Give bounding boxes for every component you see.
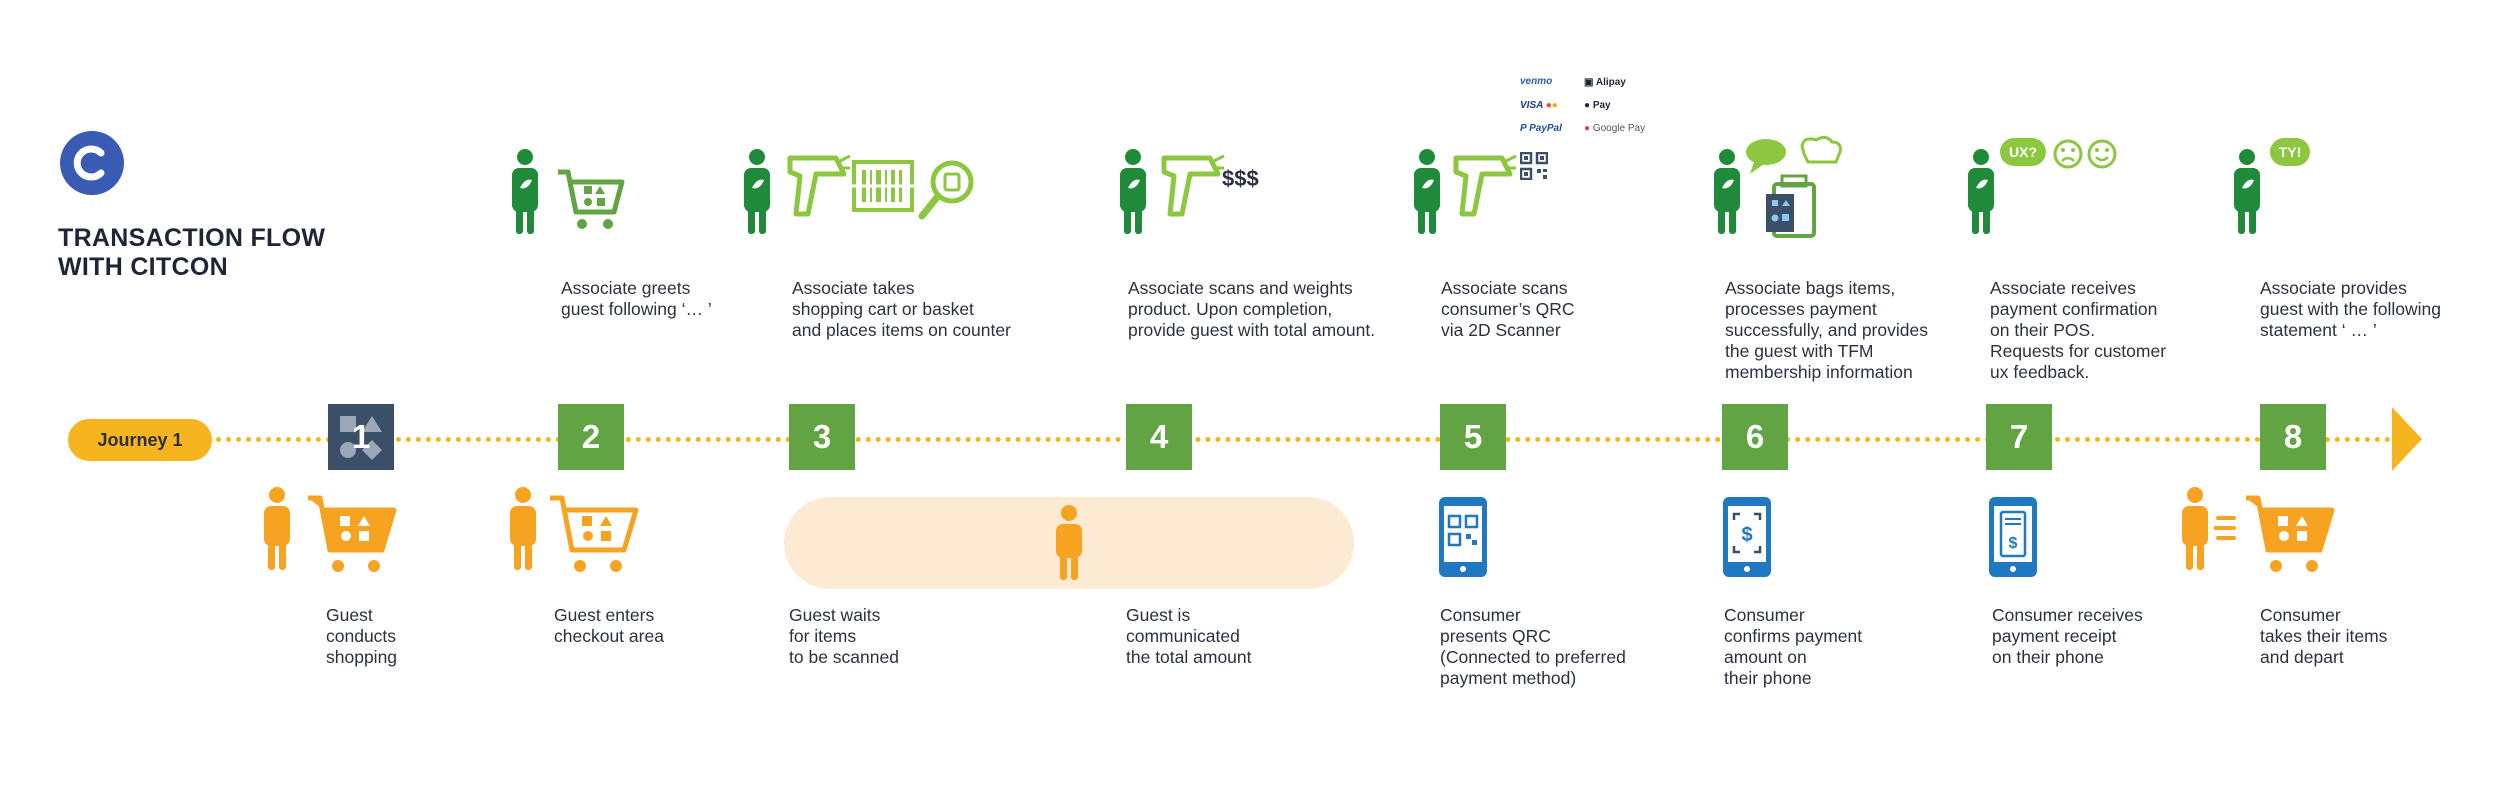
- barcode-scanner-icon: [787, 154, 851, 217]
- ux-speech-bubble: UX?: [2000, 138, 2046, 166]
- step-2-box: 2: [558, 404, 624, 470]
- phone-payment-icon: $: [1723, 497, 1771, 577]
- alipay-logo-text: Alipay: [1595, 77, 1626, 88]
- page-title: TRANSACTION FLOW WITH CITCON: [58, 224, 325, 282]
- step-7-associate-text: Associate receives payment confirmation …: [1990, 278, 2167, 382]
- guest-icon: [510, 487, 536, 570]
- step-6-guest-text: Consumer confirms payment amount on thei…: [1724, 605, 1863, 688]
- cart-icon: [558, 169, 625, 229]
- step-8-guest-text: Consumer takes their items and depart: [2260, 605, 2388, 667]
- visa-logo: VISA ●●: [1520, 100, 1558, 111]
- step-6-associate-text: Associate bags items, processes payment …: [1725, 278, 1928, 382]
- barcode-scanner-icon: [1161, 154, 1225, 217]
- citcon-logo: [60, 131, 124, 195]
- paypal-logo-text: PayPal: [1529, 123, 1562, 134]
- barcode-scanner-icon: [1453, 154, 1517, 217]
- dollar-signs-text: $$$: [1222, 166, 1259, 191]
- cart-icon: [308, 495, 397, 572]
- step-5-associate-text: Associate scans consumer’s QRC via 2D Sc…: [1441, 278, 1575, 340]
- step-6-box: 6: [1722, 404, 1788, 470]
- venmo-logo: venmo: [1520, 76, 1553, 87]
- step-2-guest-text: Guest enters checkout area: [554, 605, 664, 646]
- google-pay-logo-text: Google Pay: [1592, 123, 1646, 134]
- associate-icon: [2234, 149, 2260, 234]
- associate-icon: [1968, 149, 1994, 234]
- waiting-guest-icon: [1056, 505, 1082, 580]
- phone-qr-icon: [1439, 497, 1487, 577]
- guest-icon: [264, 487, 290, 570]
- cart-icon: [550, 495, 639, 572]
- qr-code-icon: [1520, 152, 1548, 180]
- associate-icon: [1414, 149, 1440, 234]
- step-4-associate-text: Associate scans and weights product. Upo…: [1128, 278, 1376, 340]
- step-8-box: 8: [2260, 404, 2326, 470]
- step-1-number: 1: [351, 418, 371, 455]
- step-1-box: 1: [328, 404, 394, 470]
- paypal-logo: P PayPal: [1520, 123, 1562, 134]
- guest-icon: [2182, 487, 2208, 570]
- step-8-associate-text: Associate provides guest with the follow…: [2260, 278, 2441, 340]
- apple-pay-logo: ● Pay: [1584, 100, 1611, 111]
- google-pay-logo: ● Google Pay: [1584, 123, 1646, 134]
- associate-icon: [744, 149, 770, 234]
- timeline-track: [216, 437, 2392, 442]
- timeline-arrow-icon: [2392, 407, 2422, 471]
- step-5-guest-text: Consumer presents QRC (Connected to pref…: [1440, 605, 1626, 688]
- receipt-dollar-text: $: [2009, 535, 2018, 552]
- title-line-2: WITH CITCON: [58, 253, 228, 281]
- associate-icon: [1120, 149, 1146, 234]
- step-3-associate-text: Associate takes shopping cart or basket …: [792, 278, 1011, 340]
- step-1-guest-text: Guest conducts shopping: [326, 605, 398, 667]
- phone-receipt-icon: $: [1989, 497, 2037, 577]
- title-line-1: TRANSACTION FLOW: [58, 224, 326, 252]
- ty-speech-bubble: TY!: [2270, 138, 2310, 166]
- step-4-box: 4: [1126, 404, 1192, 470]
- journey-pill: Journey 1: [68, 419, 212, 461]
- step-3-box: 3: [789, 404, 855, 470]
- step-7-box: 7: [1986, 404, 2052, 470]
- associate-icon: [1714, 149, 1740, 234]
- associate-icon: [512, 149, 538, 234]
- barcode-icon: [852, 160, 914, 212]
- step-3-guest-text: Guest waits for items to be scanned: [789, 605, 899, 667]
- step-5-box: 5: [1440, 404, 1506, 470]
- bagging-icon: [1746, 135, 1842, 238]
- step-2-associate-text: Associate greets guest following ‘… ’: [561, 278, 712, 319]
- magnifier-icon: [918, 160, 974, 220]
- phone-dollar-text: $: [1741, 524, 1752, 546]
- departing-cart-icon: [2214, 495, 2335, 572]
- feedback-faces-icon: [2053, 139, 2117, 169]
- visa-logo-text: VISA: [1520, 100, 1543, 111]
- step-7-guest-text: Consumer receives payment receipt on the…: [1992, 605, 2143, 667]
- alipay-logo: ▣ Alipay: [1584, 77, 1626, 88]
- apple-pay-logo-text: Pay: [1592, 100, 1611, 111]
- step-4-guest-text: Guest is communicated the total amount: [1126, 605, 1252, 667]
